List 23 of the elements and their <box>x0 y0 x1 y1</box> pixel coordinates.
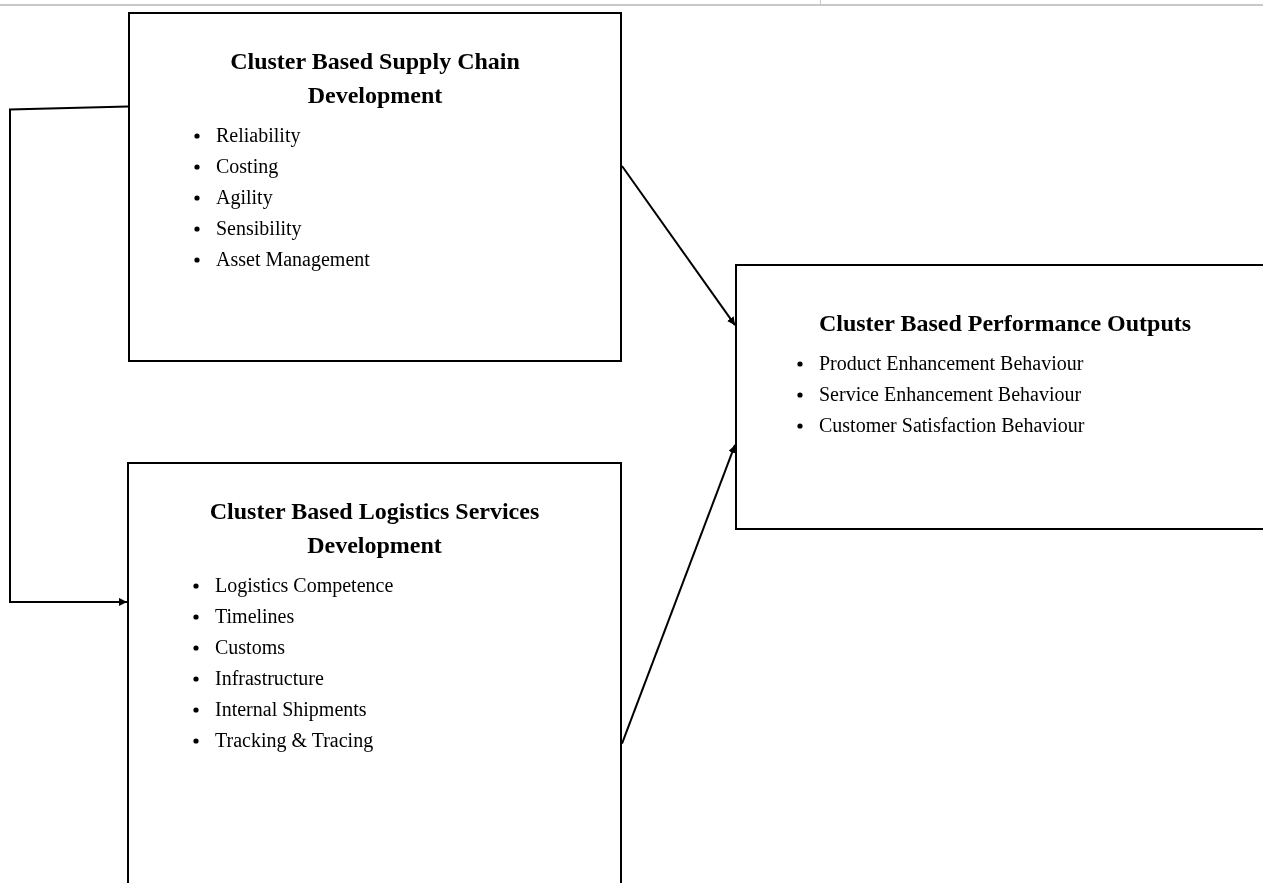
bullet-item: Customer Satisfaction Behaviour <box>797 410 1263 441</box>
arrow <box>621 443 736 745</box>
bullet-item: Timelines <box>193 601 620 632</box>
bullet-item: Asset Management <box>194 244 620 275</box>
bullet-item: Infrastructure <box>193 663 620 694</box>
bullet-item: Agility <box>194 182 620 213</box>
arrow <box>621 165 736 327</box>
bullet-item: Costing <box>194 151 620 182</box>
concept-box <box>735 264 1263 530</box>
bullet-item: Product Enhancement Behaviour <box>797 348 1263 379</box>
box-heading: Cluster Based Logistics Services Development <box>208 497 541 560</box>
box-heading: Cluster Based Supply Chain Development <box>229 47 521 110</box>
concept-box <box>128 12 622 362</box>
bullet-item: Service Enhancement Behaviour <box>797 379 1263 410</box>
bullet-item: Reliability <box>194 120 620 151</box>
bullet-item: Tracking & Tracing <box>193 725 620 756</box>
bullet-item: Customs <box>193 632 620 663</box>
bullet-item: Sensibility <box>194 213 620 244</box>
bullet-item: Logistics Competence <box>193 570 620 601</box>
arrow <box>9 105 129 606</box>
box-heading: Cluster Based Performance Outputs <box>817 309 1193 338</box>
bullet-item: Internal Shipments <box>193 694 620 725</box>
concept-box <box>127 462 622 883</box>
